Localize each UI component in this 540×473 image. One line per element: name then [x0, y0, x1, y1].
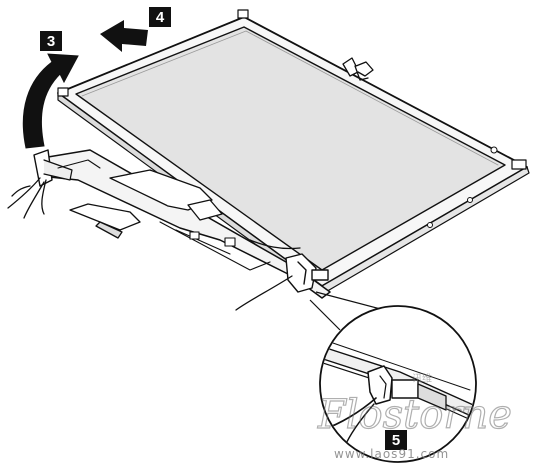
corner-tab-right	[511, 159, 527, 170]
rotate-arrow	[22, 53, 79, 149]
cable-right	[235, 275, 293, 311]
lcd-inner-line	[81, 30, 499, 166]
lvds-ribbon-cable	[69, 169, 223, 239]
callout-5: 5	[385, 430, 407, 450]
lift-arrow	[100, 20, 148, 52]
lcd-panel	[57, 9, 530, 294]
corner-tab-top	[237, 9, 249, 19]
watermark-url: www.laos91.com	[334, 447, 449, 461]
antenna-cables	[7, 177, 301, 311]
callout-5-label: 5	[392, 432, 400, 449]
cable-left-2	[23, 181, 45, 219]
watermark: Flostorne 讯维 www.laos91.com	[316, 372, 512, 461]
zoom-detail: 5	[309, 291, 477, 463]
mount-hole	[490, 146, 498, 154]
frame-details	[57, 159, 271, 271]
cable-left-3	[41, 179, 47, 215]
cable-left-1	[7, 177, 41, 209]
watermark-cn: 讯维	[412, 372, 432, 385]
mount-hole	[427, 222, 433, 228]
callout-3: 3	[40, 31, 62, 51]
left-hinge	[33, 149, 53, 187]
corner-tab-left	[57, 87, 69, 97]
watermark-script: Flostorne	[317, 392, 512, 438]
right-hinge	[285, 253, 329, 293]
mount-hole	[467, 197, 473, 203]
hinge-bracket-top	[342, 57, 374, 81]
lcd-screen-area	[75, 26, 506, 271]
cable-mid	[249, 239, 301, 250]
callout-4: 4	[149, 7, 171, 27]
callout-3-label: 3	[47, 33, 55, 50]
zoom-leader-1	[309, 299, 341, 331]
callout-4-label: 4	[156, 9, 165, 26]
cable-left-4	[11, 185, 31, 197]
